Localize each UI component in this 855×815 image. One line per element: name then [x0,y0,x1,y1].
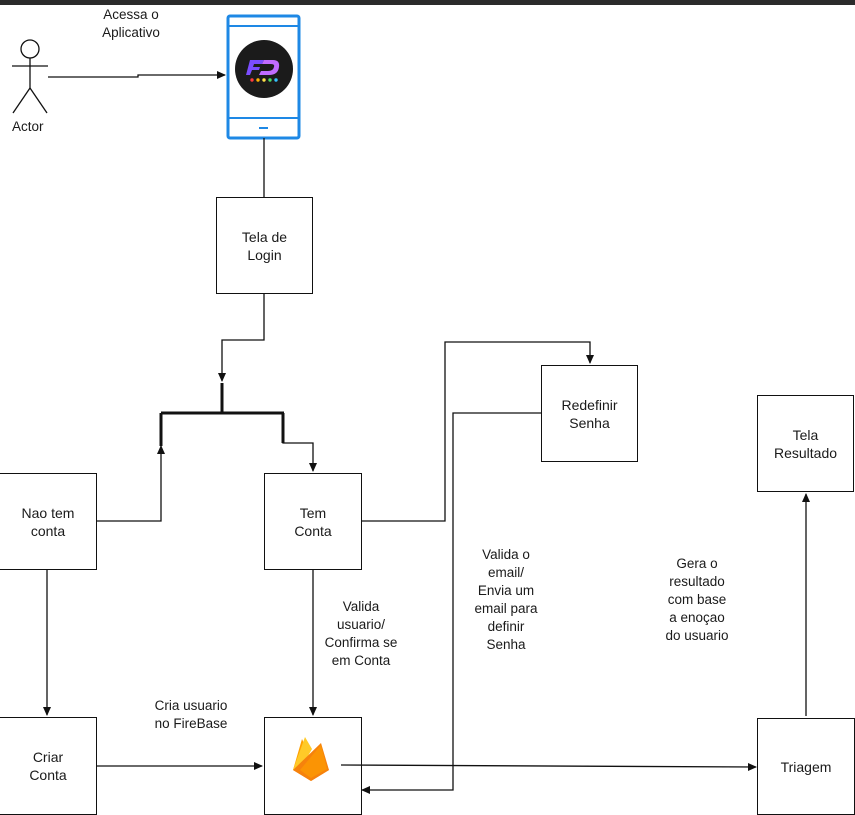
access-app-label: Acessa o Aplicativo [102,7,160,40]
create-account-box: Criar Conta [0,717,97,815]
actor-label: Actor [12,119,44,134]
has-account-label: Tem Conta [294,504,332,539]
generate-result-label: Gera o resultado com base a enoçao do us… [665,556,729,643]
no-account-label: Nao tem conta [21,504,75,539]
login-screen-label: Tela de Login [241,228,288,263]
reset-password-box: Redefinir Senha [541,365,638,462]
decision-branch-bar [159,383,285,446]
create-account-label: Criar Conta [29,749,67,783]
app-logo-icon [235,40,293,98]
no-account-box: Nao tem conta [0,473,97,570]
create-user-label: Cria usuario no FireBase [154,698,228,731]
result-screen-label: Tela Resultado [773,426,838,461]
triage-box: Triagem [757,718,855,815]
triage-label: Triagem [780,758,832,775]
window-top-bar [0,0,855,5]
mobile-phone-icon [226,14,301,140]
firebase-box [264,717,362,815]
actor-figure [12,39,48,114]
validate-user-label: Valida usuario/ Confirma se em Conta [324,599,398,668]
has-account-box: Tem Conta [264,473,362,570]
reset-password-label: Redefinir Senha [561,396,618,431]
validate-email-label: Valida o email/ Envia um email para defi… [474,547,538,652]
result-screen-box: Tela Resultado [757,395,854,492]
login-screen-box: Tela de Login [216,197,313,294]
firebase-icon [293,737,329,781]
